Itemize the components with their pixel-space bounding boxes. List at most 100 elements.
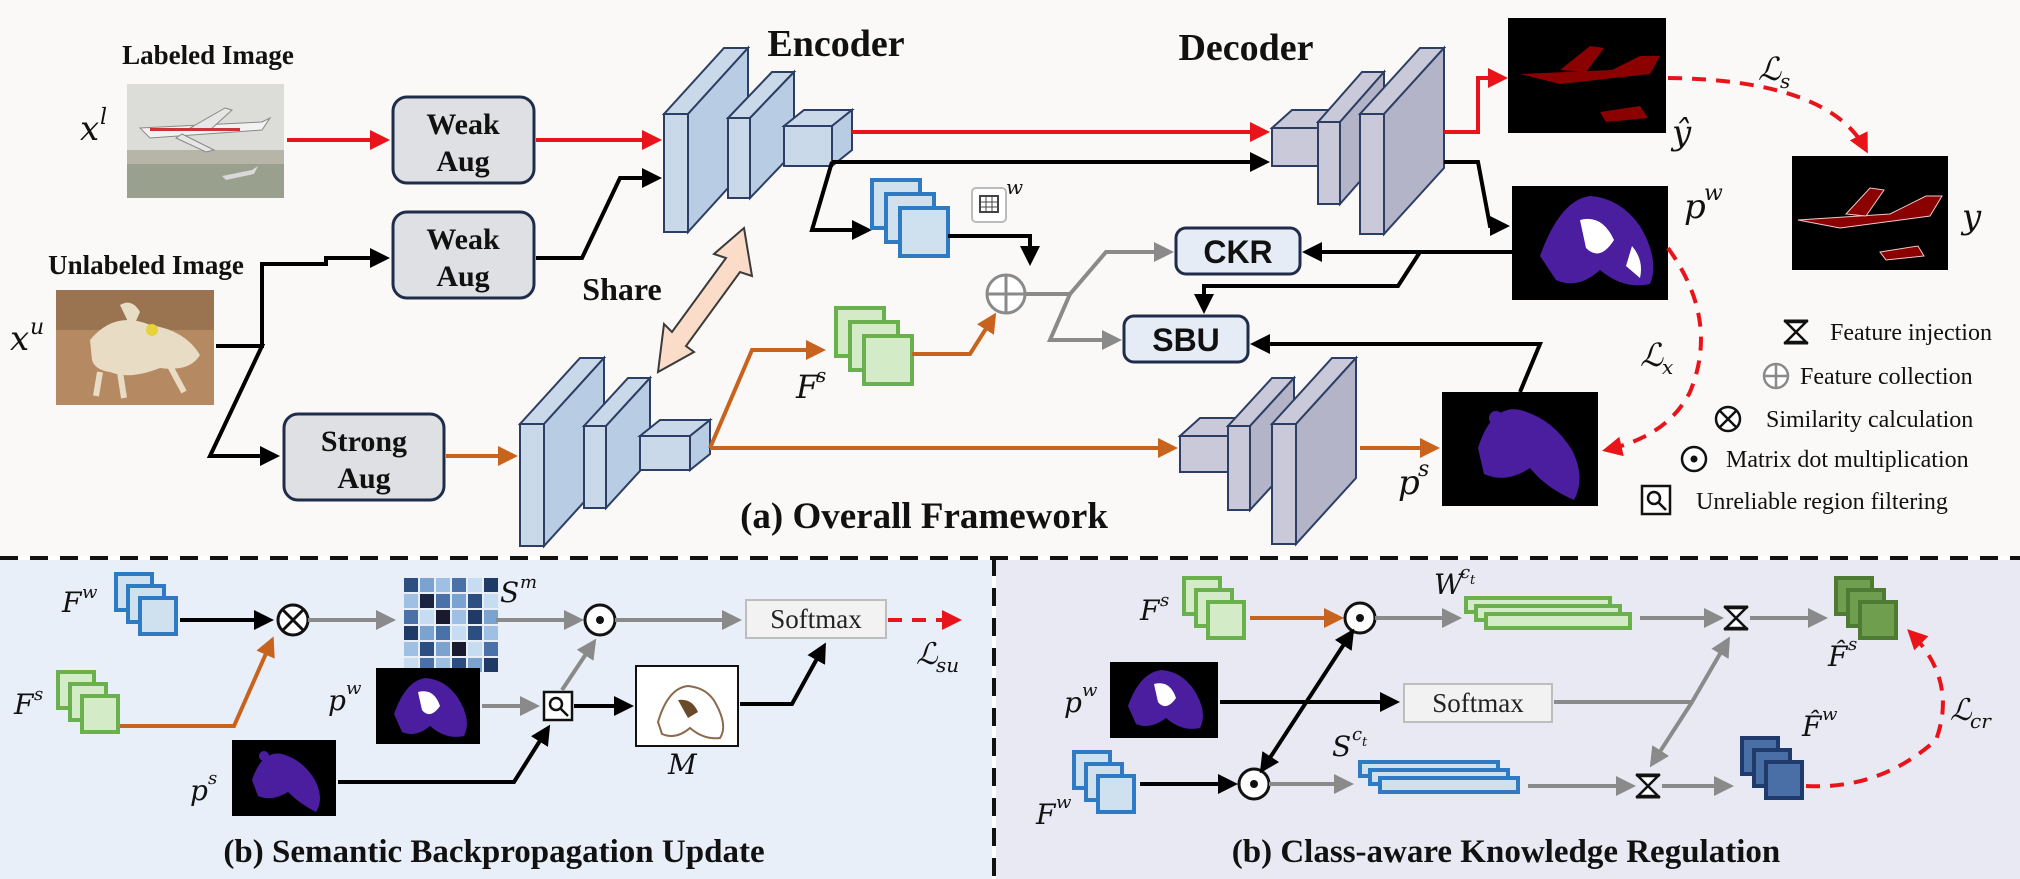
ckr-symbol-fs-sup: s <box>1160 590 1169 611</box>
arrow-ps-to-sbu <box>1250 334 1543 393</box>
similarity-matrix-cell <box>484 642 498 656</box>
symbol-ps-sup: s <box>1418 457 1429 482</box>
arrow-weakaug2-to-encoder <box>536 168 662 260</box>
ckr-dot-node-bottom <box>1237 767 1271 801</box>
prediction-ps-image <box>1442 392 1598 506</box>
symbol-xl: x <box>80 109 99 149</box>
legend-label-3: Matrix dot multiplication <box>1726 447 1969 473</box>
similarity-matrix-cell <box>404 642 418 656</box>
ckr-symbol-fwhat: F̂ <box>1801 710 1823 743</box>
similarity-matrix-cell <box>468 626 482 640</box>
ckr-loss-sub: cr <box>1970 709 1992 733</box>
loss-s-sub: s <box>1780 69 1790 93</box>
svg-text:Softmax: Softmax <box>1432 688 1524 718</box>
ckr-dot-node <box>1343 601 1377 635</box>
pseudo-label-pw-image <box>1512 186 1668 300</box>
svg-text:CKR: CKR <box>1203 234 1272 270</box>
symbol-pw-sup: w <box>1704 181 1723 206</box>
ckr-symbol-w: W <box>1434 568 1465 601</box>
svg-text:Weak: Weak <box>426 108 500 141</box>
sbu-symbol-fs: F <box>13 688 35 721</box>
ground-truth-y-image <box>1792 156 1948 270</box>
similarity-matrix-cell <box>436 626 450 640</box>
ckr-symbol-w-sup: c <box>1460 562 1470 583</box>
ckr-loss-symbol: ℒ <box>1950 693 1973 728</box>
legend: Feature injection Feature collection Sim… <box>1640 319 1992 516</box>
ckr-symbol-fs: F <box>1139 594 1161 627</box>
circle-dot-icon <box>1680 445 1708 473</box>
ckr-inject-node-top <box>1722 605 1750 631</box>
sbu-symbol-fw-sup: w <box>82 582 98 603</box>
similarity-matrix-cell <box>420 642 434 656</box>
ckr-fw-stack <box>1072 750 1136 814</box>
ckr-symbol-pw-sup: w <box>1082 680 1098 701</box>
symbol-xl-sup: l <box>100 105 107 130</box>
loss-s-dashed-arrow <box>1667 76 1868 154</box>
similarity-matrix-cell <box>484 578 498 592</box>
sbu-arrow-mask-to-softmax <box>740 642 826 706</box>
ckr-symbol-pw: p <box>1064 686 1082 719</box>
ckr-fs-stack <box>1182 576 1246 640</box>
unlabeled-image-thumbnail <box>56 290 214 405</box>
svg-text:Softmax: Softmax <box>770 604 862 634</box>
ckr-inject-node-bottom <box>1634 773 1662 799</box>
symbol-ps: p <box>1398 463 1420 503</box>
ckr-fwhat-stack <box>1740 736 1804 800</box>
symbol-fs: F <box>795 368 820 406</box>
arrow-to-fs-stack <box>708 340 826 449</box>
ckr-symbol-s-sup: c <box>1352 724 1362 745</box>
ckr-module: CKR <box>1174 226 1302 276</box>
similarity-matrix-cell <box>484 594 498 608</box>
weak-aug-box-labeled: Weak Aug <box>391 95 536 185</box>
svg-text:Aug: Aug <box>436 260 489 293</box>
magnifier-icon <box>1640 484 1672 516</box>
encoder-top-block <box>661 45 855 235</box>
loss-x-sub: x <box>1662 355 1673 379</box>
svg-text:Aug: Aug <box>337 462 390 495</box>
symbol-pw: p <box>1684 187 1706 227</box>
ckr-arrow-dot-link <box>1259 628 1355 774</box>
overall-caption: (a) Overall Framework <box>740 496 1108 537</box>
loss-x-dashed-arrow <box>1602 246 1703 457</box>
encoder-title: Encoder <box>767 23 904 65</box>
symbol-xu-sup: u <box>30 315 44 340</box>
similarity-matrix-cell <box>436 642 450 656</box>
sbu-arrow-filter-to-dot <box>560 638 597 692</box>
similarity-matrix-cell <box>452 610 466 624</box>
loss-s-symbol: ℒ <box>1758 50 1782 88</box>
ckr-softmax-box: Softmax <box>1403 683 1553 723</box>
similarity-matrix-cell <box>404 594 418 608</box>
symbol-fs-sup: s <box>816 363 826 387</box>
ckr-pw-image <box>1110 662 1218 738</box>
unlabeled-image-title: Unlabeled Image <box>48 250 244 280</box>
sbu-dot-node <box>583 603 617 637</box>
prediction-yhat-image <box>1508 18 1666 133</box>
similarity-matrix-cell <box>404 626 418 640</box>
similarity-matrix-cell <box>420 610 434 624</box>
encoder-bottom-block <box>517 355 713 549</box>
sbu-similarity-node <box>276 603 310 637</box>
sbu-mask-image <box>635 665 739 747</box>
circle-times-icon <box>1714 405 1742 433</box>
legend-label-0: Feature injection <box>1830 320 1992 346</box>
ckr-symbol-fwhat-sup: w <box>1822 704 1838 725</box>
arrow-xu-to-strongaug <box>206 344 280 466</box>
similarity-matrix-cell <box>420 626 434 640</box>
sbu-symbol-ps: p <box>190 774 208 807</box>
fw-feature-stack <box>870 178 950 258</box>
similarity-matrix-cell <box>436 578 450 592</box>
symbol-y: y <box>1960 197 1982 237</box>
arrow-to-fw-stack <box>809 161 872 240</box>
similarity-matrix-cell <box>436 610 450 624</box>
sbu-pw-image <box>376 668 480 744</box>
decoder-title: Decoder <box>1178 27 1313 69</box>
ckr-symbol-w-subsub: t <box>1470 573 1476 588</box>
arrow-decoder-to-yhat <box>1444 68 1508 134</box>
sbu-symbol-pw: p <box>328 684 346 717</box>
share-label: Share <box>582 271 661 307</box>
symbol-fw-sup: w <box>1006 175 1023 199</box>
ckr-fshat-stack <box>1834 576 1898 640</box>
ckr-loss-arrow <box>1805 629 1945 789</box>
similarity-matrix-cell <box>484 658 498 672</box>
